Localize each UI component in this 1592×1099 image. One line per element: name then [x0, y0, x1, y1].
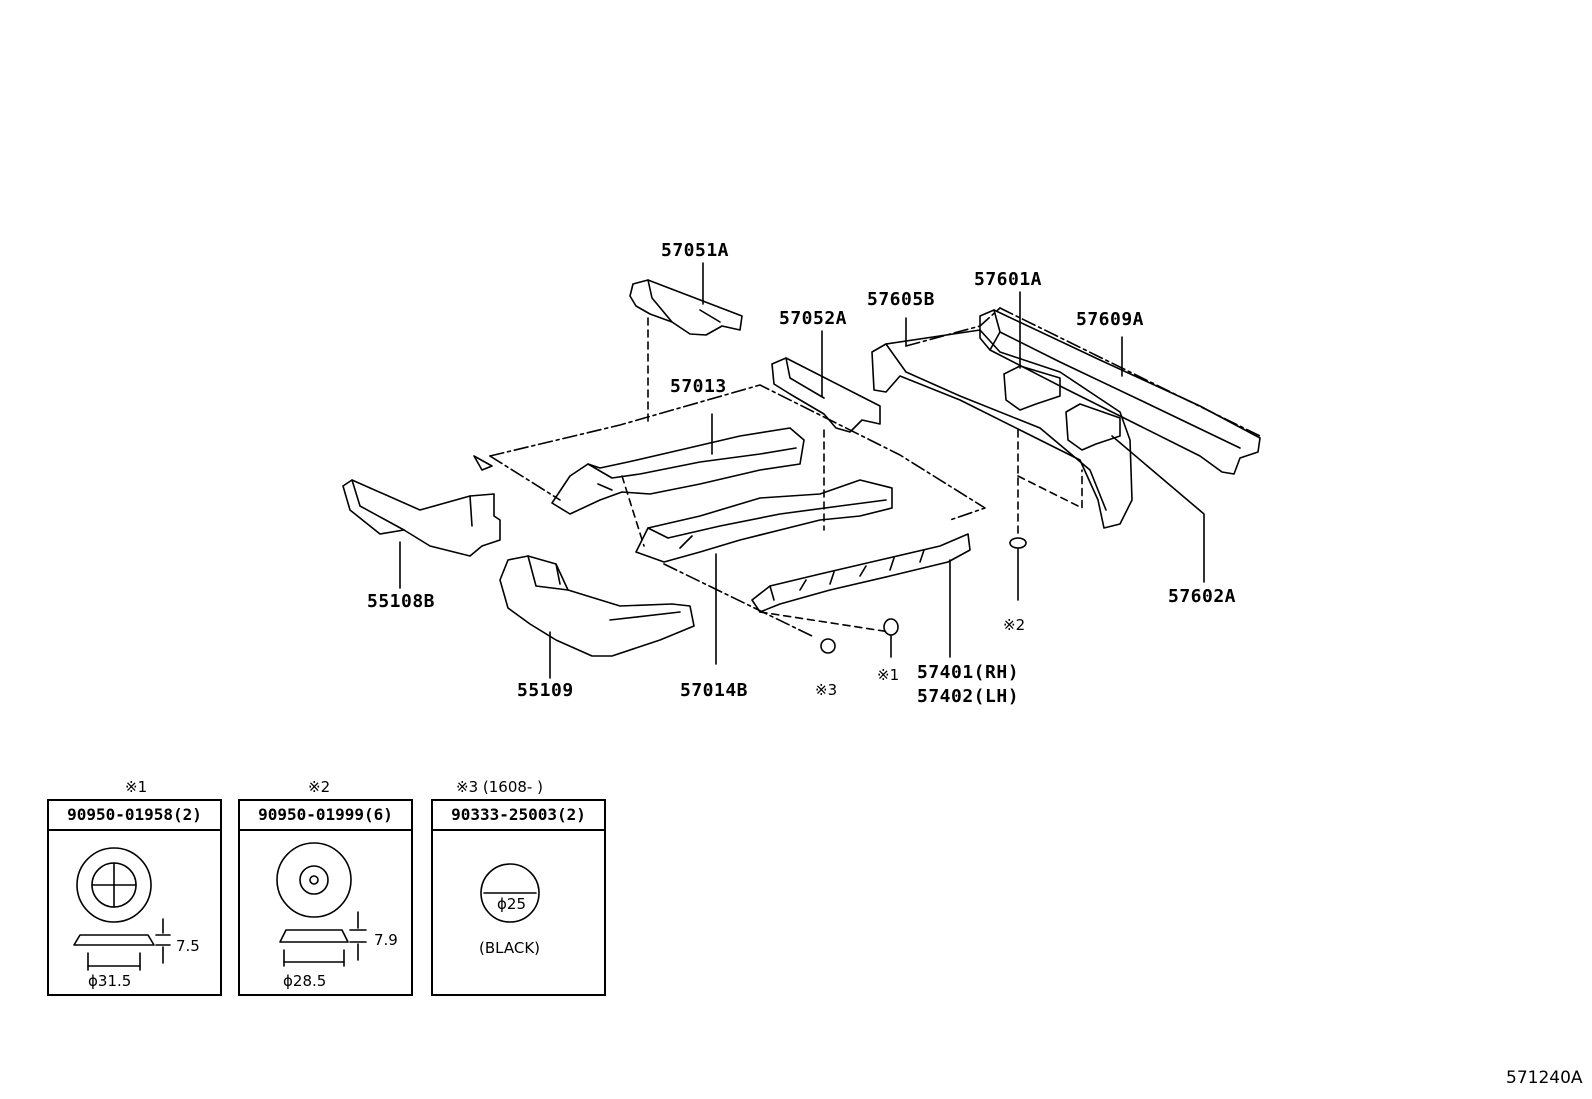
box2-dim-height: 7.9	[374, 931, 398, 949]
label-ref1: ※1	[877, 666, 900, 684]
part-55108b-shape	[342, 479, 501, 557]
detail-box-2: 90950-01999(6)	[238, 799, 413, 996]
floor-panel-edge	[473, 455, 493, 471]
part-57052a-shape	[771, 357, 881, 433]
detail-box-1: 90950-01958(2)	[47, 799, 222, 996]
label-57401-rh: 57401(RH)	[917, 662, 1020, 683]
label-57609a: 57609A	[1076, 309, 1145, 330]
box2-part-number: 90950-01999(6)	[240, 801, 411, 831]
box3-note: (BLACK)	[479, 939, 541, 957]
box1-dim-dia: ϕ31.5	[88, 972, 132, 990]
label-ref2: ※2	[1003, 616, 1026, 634]
box3-dim-dia: ϕ25	[497, 895, 526, 913]
label-55109: 55109	[517, 680, 574, 701]
label-57601a: 57601A	[974, 269, 1043, 290]
label-57014b: 57014B	[680, 680, 749, 701]
box2-title: ※2	[308, 778, 331, 796]
box3-part-number: 90333-25003(2)	[433, 801, 604, 831]
box2-dim-dia: ϕ28.5	[283, 972, 327, 990]
box3-title: ※3 (1608- )	[456, 778, 543, 796]
fastener-ref1-shape	[883, 618, 899, 636]
part-57605b-shape	[871, 329, 1133, 529]
part-57601a-shape	[1003, 365, 1061, 411]
part-57051a-shape	[629, 279, 743, 336]
box1-dim-height: 7.5	[176, 937, 200, 955]
part-57602a-shape	[1065, 403, 1121, 451]
part-57013-shape	[551, 427, 805, 515]
fastener-ref2-shape	[1009, 537, 1027, 549]
clip-detail-1	[73, 847, 171, 971]
label-57051a: 57051A	[661, 240, 730, 261]
label-55108b: 55108B	[367, 591, 436, 612]
clip-detail-3	[480, 863, 540, 923]
floor-panel-outline	[489, 384, 986, 521]
label-57052a: 57052A	[779, 308, 848, 329]
fastener-ref3-shape	[820, 638, 836, 654]
label-57602a: 57602A	[1168, 586, 1237, 607]
part-55109-shape	[499, 555, 695, 657]
clip-detail-2	[276, 842, 367, 967]
box1-title: ※1	[125, 778, 148, 796]
label-57605b: 57605B	[867, 289, 936, 310]
detail-box-3: 90333-25003(2)	[431, 799, 606, 996]
diagram-code: 571240A	[1506, 1068, 1583, 1088]
part-57014b-shape	[635, 479, 893, 563]
part-57401-shape	[751, 533, 971, 613]
label-57013: 57013	[670, 376, 727, 397]
part-57609a-shape	[979, 309, 1261, 475]
box1-part-number: 90950-01958(2)	[49, 801, 220, 831]
label-57402-lh: 57402(LH)	[917, 686, 1020, 707]
label-ref3: ※3	[815, 681, 838, 699]
